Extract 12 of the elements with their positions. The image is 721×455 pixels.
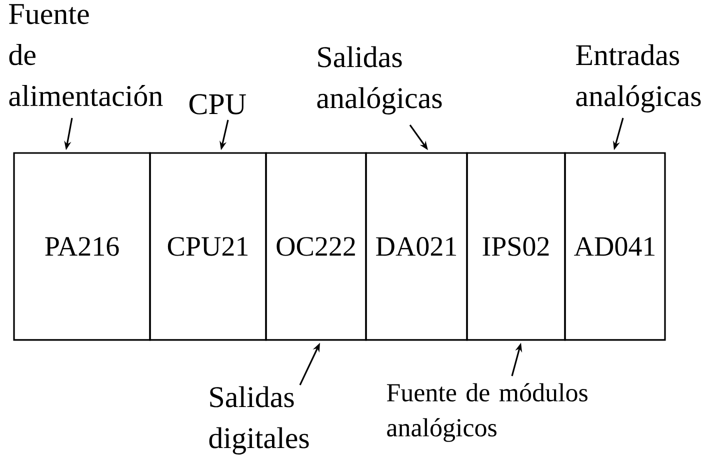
callout-text: Salidas analógicas: [317, 46, 442, 114]
callout-text: Fuente de módulos analógicos: [386, 383, 588, 442]
callout-text: Entradas analógicas: [576, 44, 701, 112]
callout-text: Salidas digitales: [209, 386, 309, 454]
callout-text: CPU: [189, 94, 246, 114]
module-box: DA021: [365, 152, 468, 341]
module-box: IPS02: [466, 152, 566, 341]
callout-text: Fuente de alimentación: [9, 4, 163, 106]
module-box: AD041: [564, 152, 666, 341]
module-box: CPU21: [149, 152, 267, 341]
module-box: PA216: [13, 152, 151, 341]
module-box: OC222: [265, 152, 367, 341]
